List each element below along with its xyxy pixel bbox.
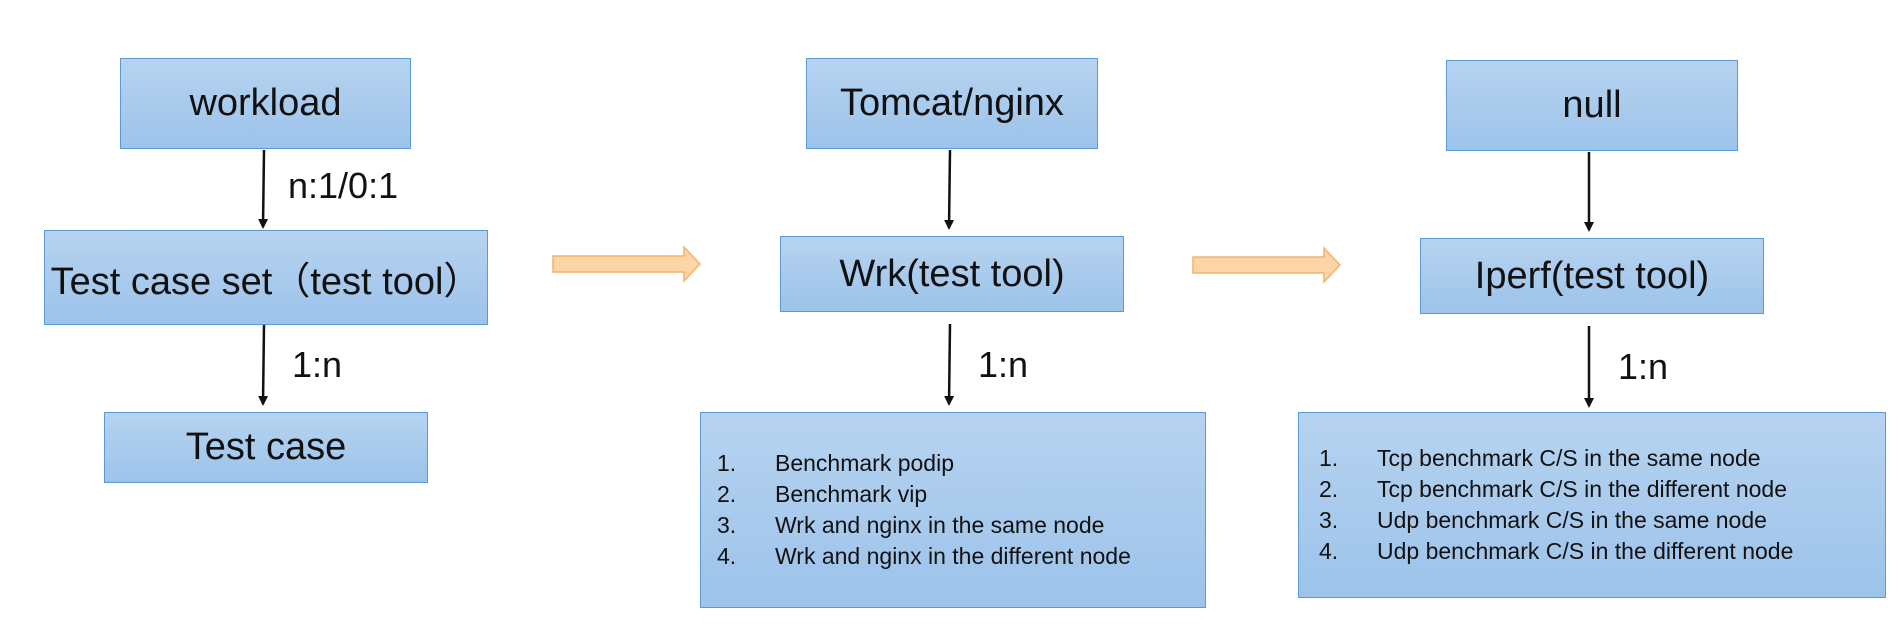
arrow-testcaseset-to-testcase [258,324,269,406]
wrk-label: Wrk(test tool) [839,252,1065,295]
list-item: 4. Udp benchmark C/S in the different nod… [1319,536,1885,567]
edge-label-1-n-col1: 1:n [292,344,343,385]
test-case-set-label: Test case set（test tool） [50,261,482,303]
list-item-number: 2. [1319,476,1339,502]
test-case-set-box: Test case set（test tool） [44,230,488,325]
list-item-number: 4. [717,543,737,569]
null-box: null [1446,60,1738,151]
list-item-number: 2. [717,481,737,507]
list-item-number: 1. [1319,445,1339,471]
list-item: 2. Benchmark vip [717,479,1205,510]
null-label: null [1562,84,1622,126]
workload-box: workload [120,58,411,149]
list-item: 4. Wrk and nginx in the different node [717,541,1205,572]
tomcat-nginx-label: Tomcat/nginx [840,82,1064,124]
test-case-box: Test case [104,412,428,483]
list-item-number: 3. [1319,507,1339,533]
edge-label-1-n-col2: 1:n [978,344,1029,385]
arrow-tomcat-to-wrk [944,149,955,230]
iperf-test-case-list: 1. Tcp benchmark C/S in the same node 2. T… [1319,443,1885,567]
iperf-label: Iperf(test tool) [1474,254,1710,297]
transition-arrow-2 [1192,246,1342,284]
list-item: 2. Tcp benchmark C/S in the different nod… [1319,474,1885,505]
arrow-workload-to-testcaseset [258,149,269,229]
list-item-text: Wrk and nginx in the different node [775,543,1131,569]
list-item-text: Udp benchmark C/S in the same node [1377,507,1767,533]
list-item-text: Benchmark podip [775,450,954,476]
workload-label: workload [189,82,342,124]
list-item: 3. Wrk and nginx in the same node [717,510,1205,541]
list-item-number: 4. [1319,538,1339,564]
list-item: 3. Udp benchmark C/S in the same node [1319,505,1885,536]
list-item: 1. Tcp benchmark C/S in the same node [1319,443,1885,474]
tomcat-nginx-box: Tomcat/nginx [806,58,1098,149]
arrow-wrk-to-list [944,323,955,406]
list-item-text: Benchmark vip [775,481,928,507]
iperf-test-case-list-box: 1. Tcp benchmark C/S in the same node 2. T… [1298,412,1886,598]
list-item-text: Tcp benchmark C/S in the different node [1377,476,1787,502]
list-item-text: Wrk and nginx in the same node [775,512,1105,538]
list-item-number: 1. [717,450,737,476]
list-item-number: 3. [717,512,737,538]
iperf-box: Iperf(test tool) [1420,238,1764,314]
edge-label-1-n-col3: 1:n [1618,346,1669,387]
list-item-text: Tcp benchmark C/S in the same node [1377,445,1761,471]
transition-arrow-1 [552,245,702,283]
wrk-test-case-list: 1. Benchmark podip 2. Benchmark vip 3. Wrk … [717,448,1205,572]
list-item: 1. Benchmark podip [717,448,1205,479]
wrk-box: Wrk(test tool) [780,236,1124,312]
edge-label-n-1-0-1: n:1/0:1 [288,165,399,206]
list-item-text: Udp benchmark C/S in the different node [1377,538,1794,564]
test-case-label: Test case [185,426,347,468]
wrk-test-case-list-box: 1. Benchmark podip 2. Benchmark vip 3. Wrk … [700,412,1206,608]
